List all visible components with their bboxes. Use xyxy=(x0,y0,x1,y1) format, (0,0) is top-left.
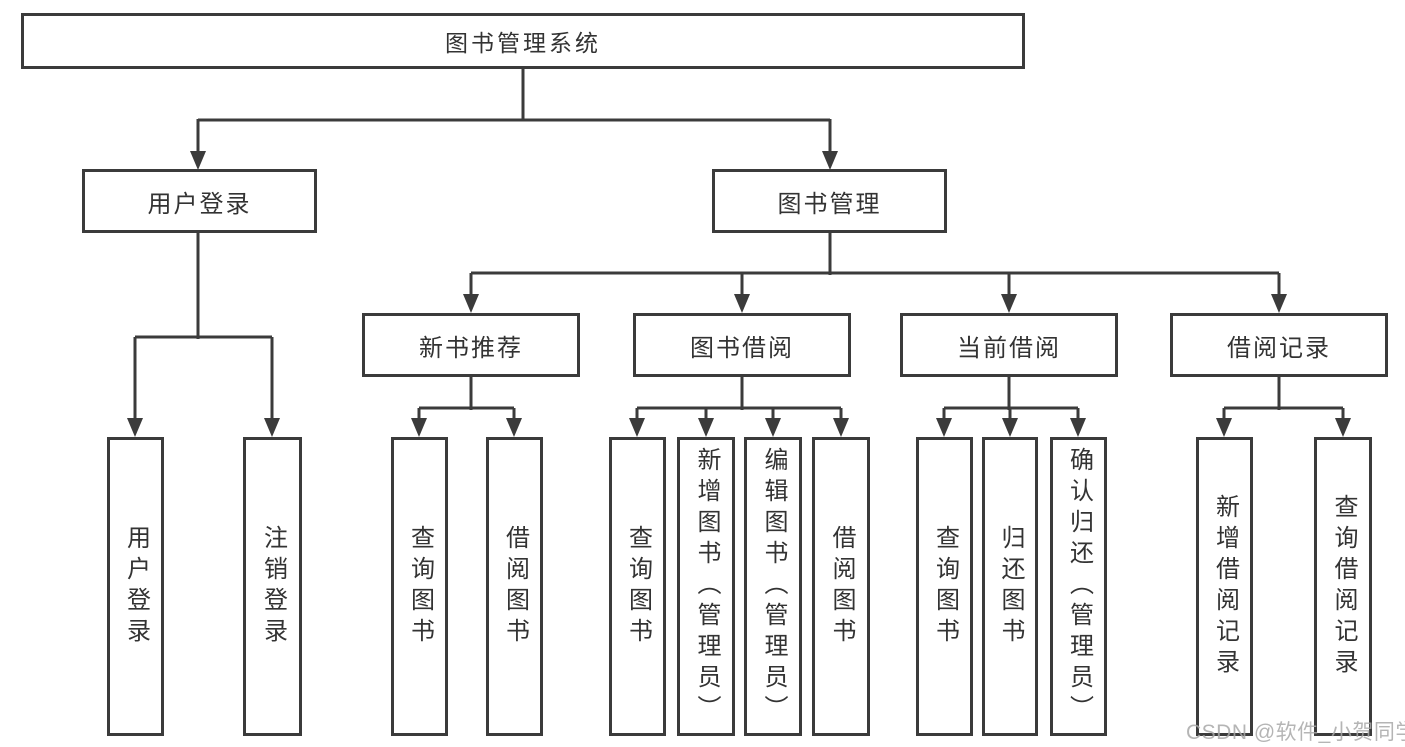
leaf-add-books-admin-label: 新增图书（管理员） xyxy=(693,447,720,726)
leaf-add-borrow-record-label: 新增借阅记录 xyxy=(1211,493,1239,680)
leaf-query-books-rec-label: 查询图书 xyxy=(406,524,434,649)
node-book-management-module: 图书管理 xyxy=(712,169,947,233)
leaf-borrow-books-rec-label: 借阅图书 xyxy=(501,524,529,649)
leaf-query-books-borrow-label: 查询图书 xyxy=(624,524,652,649)
node-new-book-recommendation-label: 新书推荐 xyxy=(419,334,523,362)
leaf-borrow-books-rec: 借阅图书 xyxy=(486,437,543,736)
leaf-confirm-return-admin: 确认归还（管理员） xyxy=(1050,437,1107,736)
leaf-return-books: 归还图书 xyxy=(982,437,1038,736)
node-user-login-label: 用户登录 xyxy=(147,190,252,218)
leaf-borrow-books: 借阅图书 xyxy=(812,437,870,736)
node-current-borrowing-label: 当前借阅 xyxy=(957,334,1061,362)
leaf-confirm-return-admin-label: 确认归还（管理员） xyxy=(1065,447,1093,726)
leaf-logout-label: 注销登录 xyxy=(259,524,287,649)
node-current-borrowing: 当前借阅 xyxy=(900,313,1118,377)
leaf-query-books-current-label: 查询图书 xyxy=(931,524,959,649)
leaf-add-borrow-record: 新增借阅记录 xyxy=(1196,437,1253,736)
leaf-query-borrow-record: 查询借阅记录 xyxy=(1314,437,1372,736)
leaf-user-login-label: 用户登录 xyxy=(122,524,150,649)
node-new-book-recommendation: 新书推荐 xyxy=(362,313,580,377)
leaf-edit-books-admin: 编辑图书（管理员） xyxy=(744,437,802,736)
leaf-user-login: 用户登录 xyxy=(107,437,164,736)
leaf-edit-books-admin-label: 编辑图书（管理员） xyxy=(760,447,787,726)
node-user-login-module: 用户登录 xyxy=(82,169,317,233)
leaf-query-books-current: 查询图书 xyxy=(916,437,973,736)
leaf-add-books-admin: 新增图书（管理员） xyxy=(677,437,735,736)
csdn-watermark: CSDN @软件_小贺同学 xyxy=(1186,721,1405,744)
node-root-label: 图书管理系统 xyxy=(445,30,601,56)
leaf-query-borrow-record-label: 查询借阅记录 xyxy=(1330,493,1357,680)
leaf-borrow-books-label: 借阅图书 xyxy=(828,524,855,649)
node-borrowing-records: 借阅记录 xyxy=(1170,313,1388,377)
node-book-management-label: 图书管理 xyxy=(777,190,882,218)
node-book-borrowing-label: 图书借阅 xyxy=(690,334,794,362)
node-book-borrowing: 图书借阅 xyxy=(633,313,851,377)
leaf-logout: 注销登录 xyxy=(243,437,302,736)
leaf-query-books-borrow: 查询图书 xyxy=(609,437,666,736)
node-root-system: 图书管理系统 xyxy=(21,13,1025,69)
leaf-query-books-rec: 查询图书 xyxy=(391,437,448,736)
arrowheads xyxy=(127,151,1351,437)
node-borrowing-records-label: 借阅记录 xyxy=(1227,334,1331,362)
leaf-return-books-label: 归还图书 xyxy=(997,524,1024,649)
